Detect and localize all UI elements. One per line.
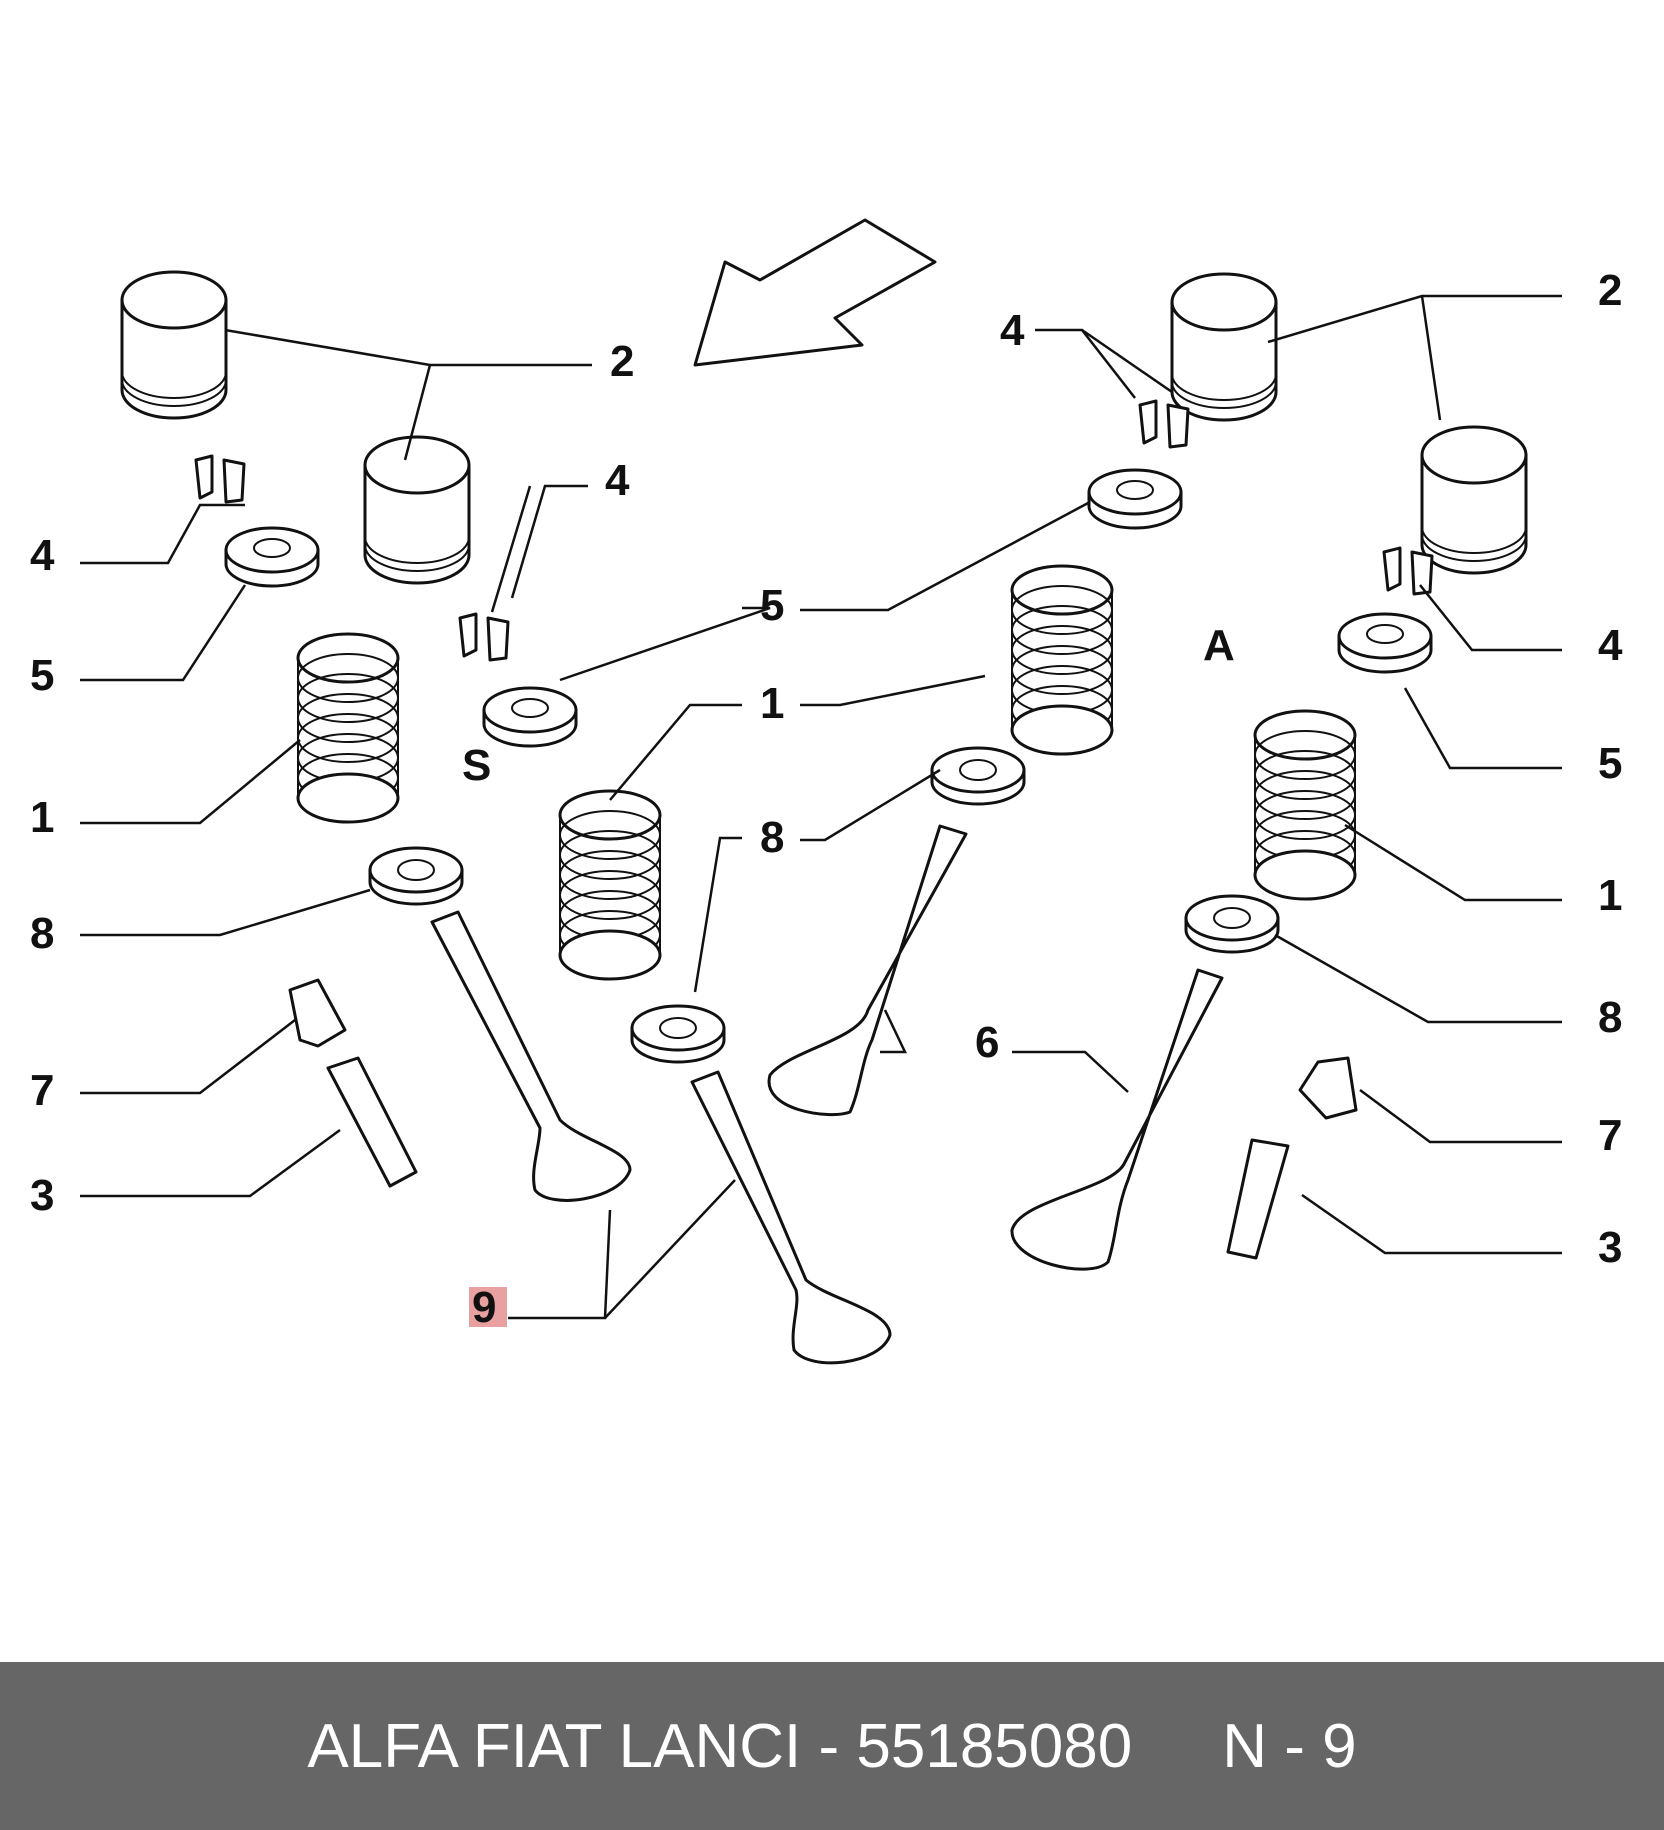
valve-right-b	[1010, 968, 1224, 1271]
callout-right-4b: 4	[1598, 621, 1623, 670]
retainer-left-b	[482, 686, 578, 748]
callout-left-9: 9	[472, 1283, 496, 1332]
callout-left-2: 2	[610, 337, 634, 386]
position-text: N - 9	[1222, 1711, 1357, 1781]
retainer-right-top	[1087, 468, 1183, 530]
callout-left-5b: 5	[760, 581, 784, 630]
footer-bar: ALFA FIAT LANCI - 55185080 N - 9	[0, 1662, 1664, 1830]
spring-right-b	[1253, 709, 1357, 901]
spring-right-a	[1010, 564, 1114, 756]
callout-left-8a: 8	[30, 909, 54, 958]
valve-left-a	[430, 910, 632, 1202]
seat-right-b	[1184, 894, 1280, 954]
valve-right-a	[767, 824, 968, 1117]
direction-arrow	[693, 218, 937, 367]
callout-right-7: 7	[1598, 1111, 1622, 1160]
callout-left-1a: 1	[30, 793, 54, 842]
retainer-left-a	[224, 526, 320, 588]
stem-seal-right	[1298, 1056, 1358, 1120]
collet-left-mid	[458, 612, 510, 662]
tappet-left-mid	[363, 435, 471, 585]
part-number-text: ALFA FIAT LANCI - 55185080	[307, 1711, 1133, 1781]
callout-right-1: 1	[1598, 871, 1622, 920]
stem-seal-left	[288, 978, 347, 1048]
callout-highlight	[469, 1287, 507, 1327]
spring-left-a	[296, 632, 400, 824]
callout-left-7: 7	[30, 1066, 54, 1115]
valve-guide-left	[326, 1056, 418, 1188]
tappet-left-top	[120, 270, 228, 420]
tappet-right-top	[1170, 272, 1278, 422]
spring-left-b	[558, 789, 662, 981]
callout-left-1b: 1	[760, 679, 784, 728]
callout-right-5: 5	[1598, 739, 1622, 788]
seat-left-b	[630, 1004, 726, 1064]
collet-right-mid	[1382, 546, 1434, 596]
callout-left-8b: 8	[760, 813, 784, 862]
tappet-right-mid	[1420, 425, 1528, 575]
callout-right-a: A	[1203, 621, 1235, 670]
callout-left-5a: 5	[30, 651, 54, 700]
seat-left-a	[368, 846, 464, 906]
retainer-right-mid	[1337, 612, 1433, 674]
callout-left-4b: 4	[605, 456, 630, 505]
seat-right-a	[930, 746, 1026, 806]
callout-left-s: S	[462, 741, 491, 790]
callout-left-3: 3	[30, 1171, 54, 1220]
collet-right-top	[1138, 399, 1190, 449]
callout-left-4a: 4	[30, 531, 55, 580]
callout-right-2: 2	[1598, 266, 1622, 315]
valve-guide-right	[1226, 1138, 1290, 1260]
callout-right-8: 8	[1598, 993, 1622, 1042]
collet-left-top	[194, 454, 246, 504]
callout-right-3: 3	[1598, 1223, 1622, 1272]
callout-right-4a: 4	[1000, 306, 1025, 355]
valve-left-b	[690, 1070, 892, 1365]
callout-right-6: 6	[975, 1018, 999, 1067]
valve-assembly-diagram: 2 4 4 5 5 S 1 1 8 8 7 3 9 2 4 6 A 4 5 1 …	[30, 218, 1623, 1365]
